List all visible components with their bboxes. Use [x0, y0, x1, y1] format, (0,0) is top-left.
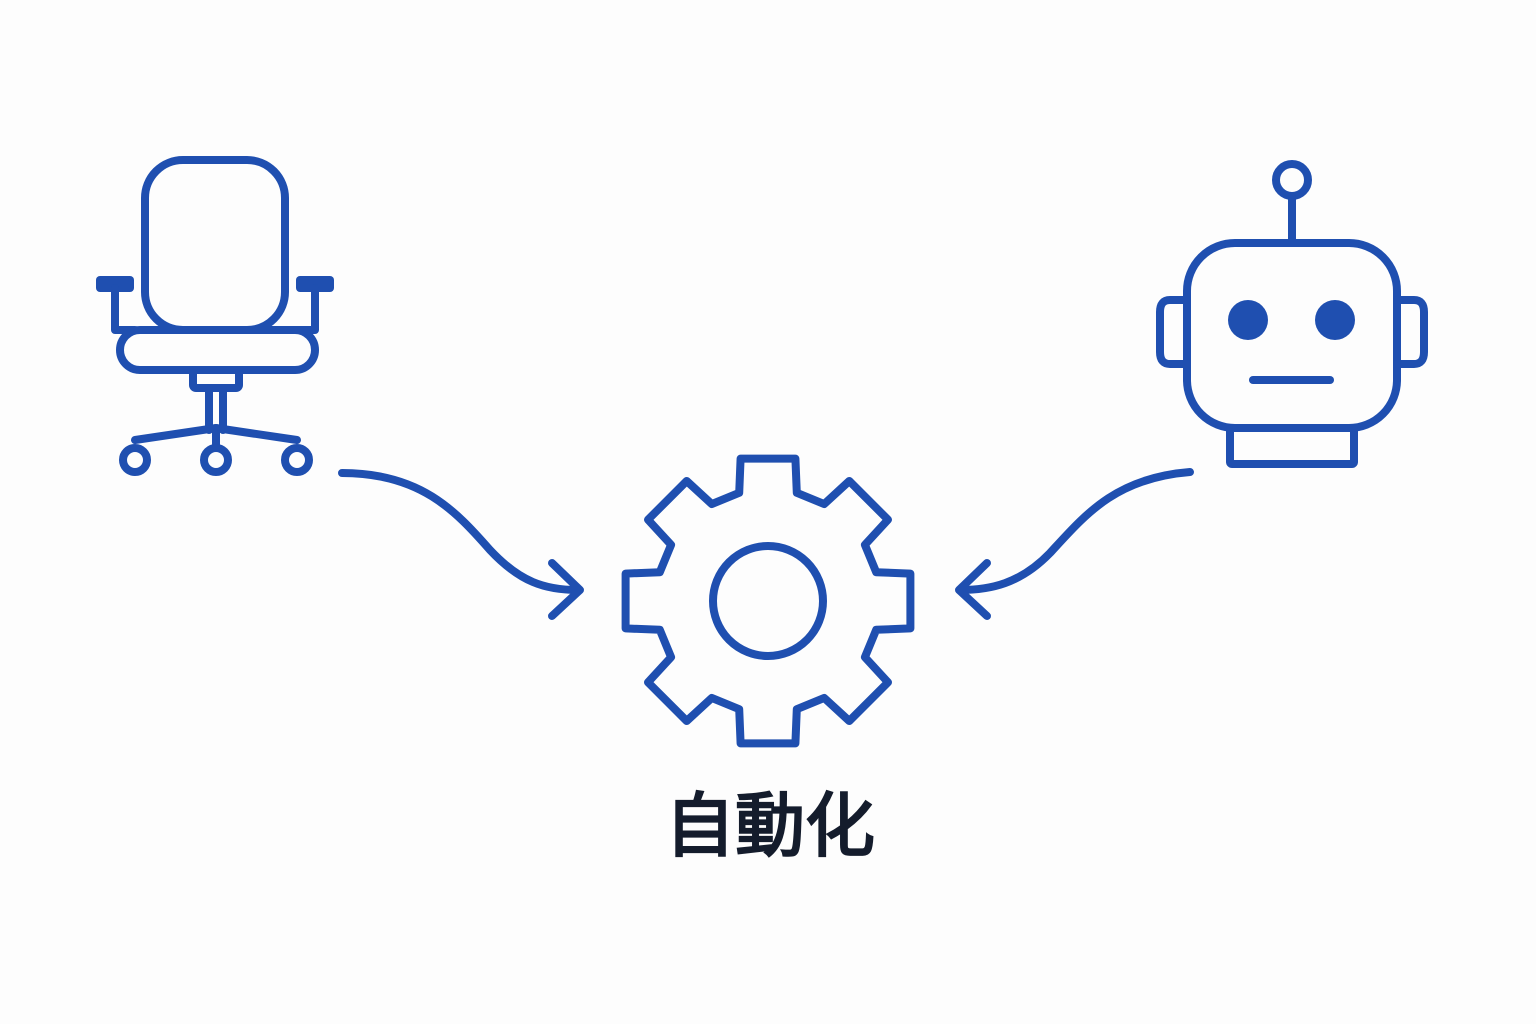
connector-robot-to-gear — [955, 468, 1194, 620]
gear-center-ring — [709, 542, 827, 660]
robot-right-eye — [1315, 300, 1355, 340]
robot-eyes — [1228, 300, 1355, 340]
automation-caption: 自動化 — [665, 785, 875, 867]
robot-left-eye — [1228, 300, 1268, 340]
robot-icon — [1156, 160, 1428, 468]
office-chair-icon — [96, 156, 334, 476]
gear-icon — [621, 454, 915, 748]
gear-outline — [621, 454, 915, 748]
connector-chair-to-gear — [338, 469, 584, 620]
